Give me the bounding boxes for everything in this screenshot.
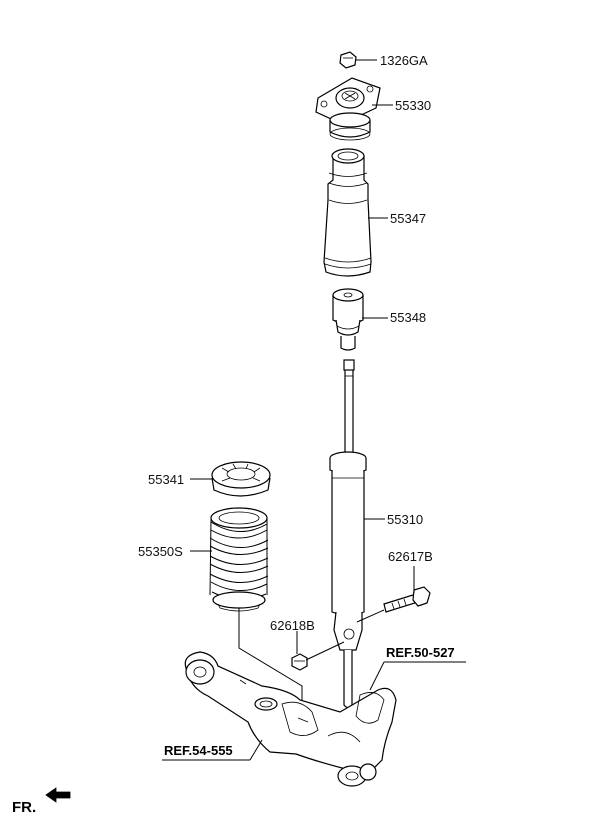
dust-cover-part bbox=[323, 148, 388, 277]
front-arrow-icon bbox=[45, 787, 71, 803]
lower-nut-part bbox=[291, 631, 345, 671]
label-55341: 55341 bbox=[148, 472, 184, 487]
front-label: FR. bbox=[12, 799, 36, 816]
ref-knuckle: REF.50-527 bbox=[386, 645, 455, 660]
label-62618B: 62618B bbox=[270, 618, 315, 633]
label-55350S: 55350S bbox=[138, 544, 183, 559]
coil-spring-part bbox=[190, 507, 303, 700]
front-direction-indicator: FR. bbox=[12, 787, 71, 816]
top-nut-part bbox=[339, 51, 377, 69]
spring-pad-part bbox=[190, 461, 271, 497]
label-55330: 55330 bbox=[395, 98, 431, 113]
arm-reference bbox=[162, 739, 263, 761]
lower-arm-assembly bbox=[184, 651, 397, 787]
mount-insulator-part bbox=[315, 77, 393, 141]
label-62617B: 62617B bbox=[388, 549, 433, 564]
label-55348: 55348 bbox=[390, 310, 426, 325]
ref-arm: REF.54-555 bbox=[164, 743, 233, 758]
bolt-part bbox=[356, 566, 431, 623]
shock-absorber-part bbox=[329, 359, 385, 709]
bumper-part bbox=[332, 288, 388, 351]
label-55347: 55347 bbox=[390, 211, 426, 226]
label-1326GA: 1326GA bbox=[380, 53, 428, 68]
knuckle-reference bbox=[369, 661, 466, 691]
label-55310: 55310 bbox=[387, 512, 423, 527]
